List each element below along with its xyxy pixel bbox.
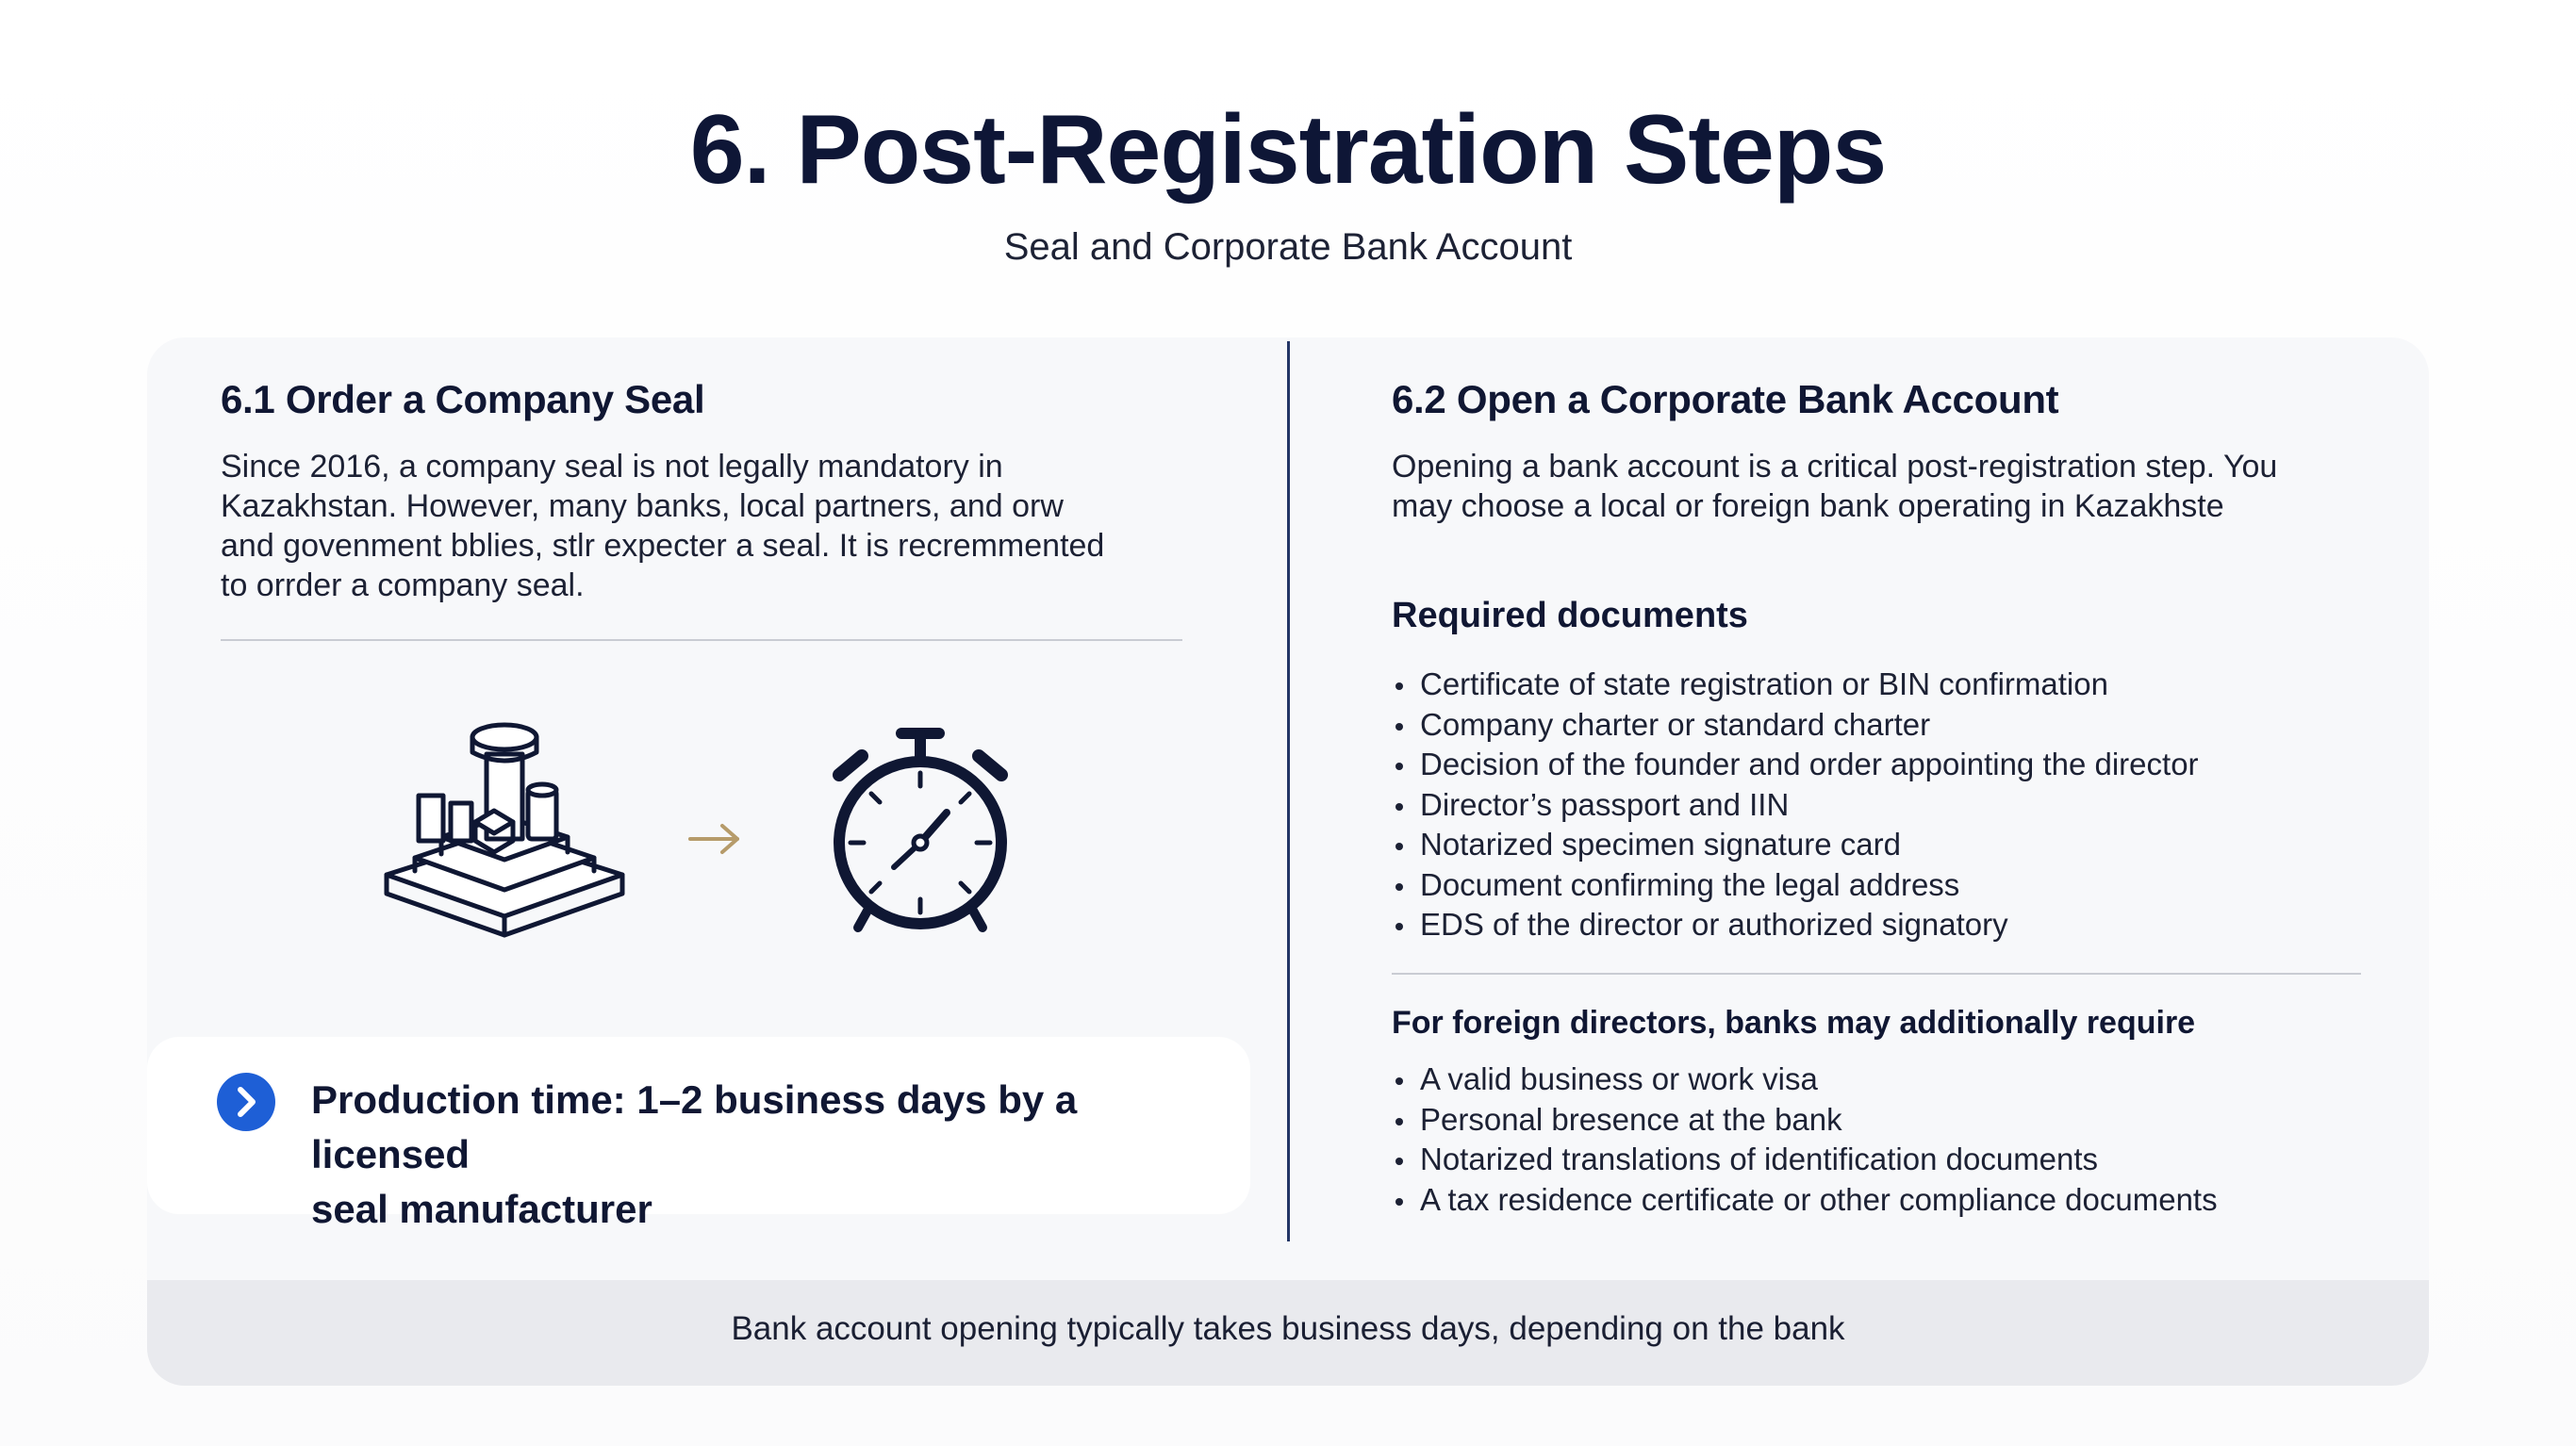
foreign-directors-list: A valid business or work visa Personal b… bbox=[1392, 1060, 2391, 1220]
seal-body-line: and govenment bblies, stlr expecter a se… bbox=[221, 528, 1105, 564]
list-item: Certificate of state registration or BIN… bbox=[1392, 665, 2372, 705]
seal-section-body: Since 2016, a company seal is not legall… bbox=[221, 447, 1201, 605]
list-item: A valid business or work visa bbox=[1392, 1060, 2391, 1100]
production-line: Production time: 1–2 business days by a … bbox=[311, 1077, 1078, 1176]
footer-bar bbox=[147, 1280, 2429, 1386]
production-time-text: Production time: 1–2 business days by a … bbox=[311, 1073, 1235, 1237]
seal-section-title: 6.1 Order a Company Seal bbox=[221, 377, 705, 421]
foreign-directors-title: For foreign directors, banks may additio… bbox=[1392, 1005, 2196, 1041]
list-item: A tax residence certificate or other com… bbox=[1392, 1180, 2391, 1221]
seal-body-line: Kazakhstan. However, many banks, local p… bbox=[221, 488, 1064, 524]
arrow-right-icon bbox=[688, 824, 739, 854]
required-documents-title: Required documents bbox=[1392, 596, 1748, 635]
seal-section: 6.1 Order a Company Seal Since 2016, a c… bbox=[221, 377, 1201, 605]
list-item: Company charter or standard charter bbox=[1392, 705, 2372, 746]
seal-body-line: Since 2016, a company seal is not legall… bbox=[221, 449, 1003, 485]
seal-stamp-icon bbox=[384, 722, 625, 938]
bank-section-title: 6.2 Open a Corporate Bank Account bbox=[1392, 377, 2059, 421]
seal-section-separator bbox=[221, 639, 1182, 641]
list-item: Decision of the founder and order appoin… bbox=[1392, 745, 2372, 785]
production-time-box bbox=[147, 1037, 1250, 1214]
stopwatch-icon bbox=[833, 728, 1008, 932]
chevron-right-icon bbox=[217, 1073, 275, 1131]
page-subtitle: Seal and Corporate Bank Account bbox=[1003, 226, 1573, 268]
seal-body-line: to orrder a company seal. bbox=[221, 567, 585, 603]
bank-section-separator bbox=[1392, 973, 2361, 975]
bank-body-line: Opening a bank account is a critical pos… bbox=[1392, 449, 2278, 485]
page-title: 6. Post-Registration Steps bbox=[689, 95, 1887, 205]
bank-section: 6.2 Open a Corporate Bank Account Openin… bbox=[1392, 377, 2372, 945]
foreign-directors-section: A valid business or work visa Personal b… bbox=[1392, 1060, 2391, 1220]
list-item: Notarized translations of identification… bbox=[1392, 1140, 2391, 1180]
list-item: EDS of the director or authorized signat… bbox=[1392, 905, 2372, 945]
list-item: Document confirming the legal address bbox=[1392, 865, 2372, 906]
bank-body-line: may choose a local or foreign bank opera… bbox=[1392, 488, 2224, 524]
list-item: Notarized specimen signature card bbox=[1392, 825, 2372, 865]
column-divider bbox=[1287, 341, 1290, 1241]
required-documents-list: Certificate of state registration or BIN… bbox=[1392, 665, 2372, 945]
footer-note: Bank account opening typically takes bus… bbox=[731, 1310, 1845, 1347]
production-line: seal manufacturer bbox=[311, 1187, 652, 1231]
list-item: Personal bresence at the bank bbox=[1392, 1100, 2391, 1141]
bank-section-body: Opening a bank account is a critical pos… bbox=[1392, 447, 2372, 526]
list-item: Director’s passport and IIN bbox=[1392, 785, 2372, 826]
